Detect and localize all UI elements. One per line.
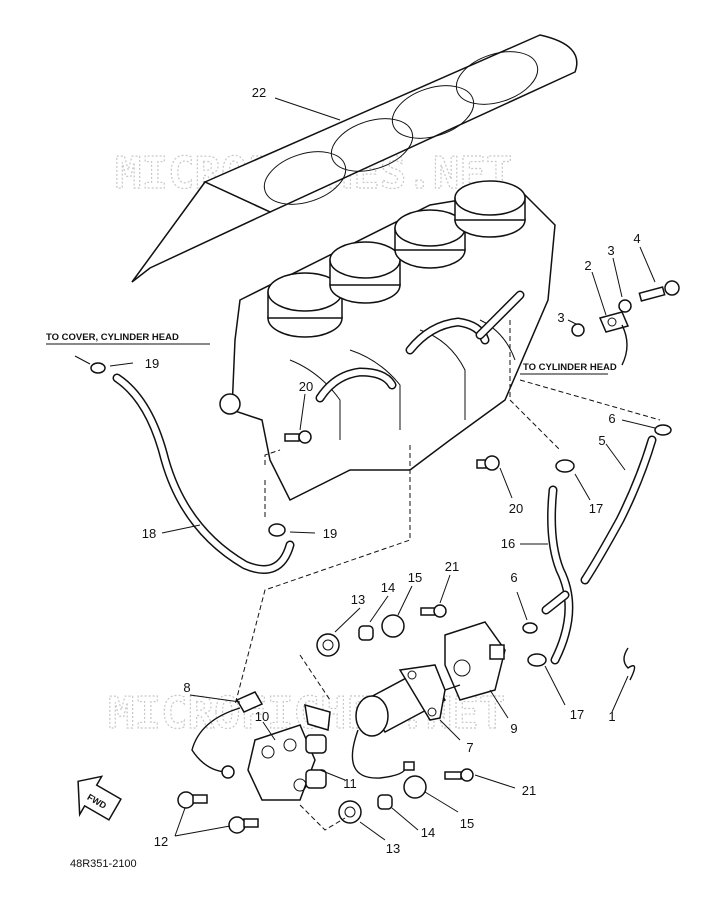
bolt-20-lower <box>476 455 500 471</box>
clamp-17-lower <box>527 653 547 667</box>
note-to-cylinder-head: TO CYLINDER HEAD <box>523 362 617 373</box>
callout-14-upper: 14 <box>381 580 395 595</box>
callout-19-lower: 19 <box>323 526 337 541</box>
bolt-4 <box>638 280 680 302</box>
callout-11: 11 <box>343 776 357 791</box>
callout-13-lower: 13 <box>386 841 400 856</box>
bolt-12-lower <box>228 816 259 834</box>
callout-3-lower: 3 <box>557 310 564 325</box>
callout-4: 4 <box>633 231 640 246</box>
clamp-6-upper <box>654 424 672 436</box>
callout-3-upper: 3 <box>607 243 614 258</box>
washer-15-lower <box>403 775 427 799</box>
sensor-8 <box>191 691 264 779</box>
callout-6-lower: 6 <box>510 570 517 585</box>
callout-1: 1 <box>608 709 615 724</box>
callout-15-lower: 15 <box>460 816 474 831</box>
collar-14-upper <box>358 625 374 641</box>
clamp-19-bottom <box>268 523 286 537</box>
clamp-6-lower <box>522 622 538 634</box>
callout-21-upper: 21 <box>445 559 459 574</box>
bolt-12-upper <box>177 791 208 809</box>
washer-3-upper <box>618 299 632 313</box>
callout-12: 12 <box>154 834 168 849</box>
bolt-20-upper <box>284 430 312 444</box>
collar-14-lower <box>377 794 393 810</box>
callout-17-upper: 17 <box>589 501 603 516</box>
callout-20-upper: 20 <box>299 379 313 394</box>
fwd-arrow: FWD <box>77 775 122 821</box>
callout-10: 10 <box>255 709 269 724</box>
callout-17-lower: 17 <box>570 707 584 722</box>
callout-16: 16 <box>501 536 515 551</box>
note-to-cover-cylinder-head: TO COVER, CYLINDER HEAD <box>46 332 179 343</box>
leader-lines <box>74 97 661 841</box>
washer-15-upper <box>381 614 405 638</box>
diagram-code: 48R351-2100 <box>70 858 137 870</box>
hose-18 <box>112 373 295 574</box>
callout-8: 8 <box>183 680 190 695</box>
cover-plate-22 <box>131 34 578 283</box>
screw-21-lower <box>444 768 474 782</box>
screw-21-upper <box>420 604 447 618</box>
callout-14-lower: 14 <box>421 825 435 840</box>
fitting-2 <box>598 311 630 366</box>
bracket-10 <box>247 703 331 801</box>
callout-13-upper: 13 <box>351 592 365 607</box>
bracket-9 <box>444 621 506 701</box>
actuator-7 <box>351 664 461 779</box>
callout-19-upper: 19 <box>145 356 159 371</box>
callout-7: 7 <box>466 740 473 755</box>
callout-22: 22 <box>252 85 266 100</box>
clamp-19-top <box>90 362 106 374</box>
clamp-17-upper <box>555 459 575 473</box>
callout-21-lower: 21 <box>522 783 536 798</box>
collar-11-upper <box>305 734 327 754</box>
washer-3-lower <box>571 323 585 337</box>
callout-5: 5 <box>598 433 605 448</box>
callout-18: 18 <box>142 526 156 541</box>
grommet-13-upper <box>316 633 340 657</box>
clip-1 <box>623 647 636 681</box>
collar-11-lower <box>305 769 327 789</box>
callout-6-upper: 6 <box>608 411 615 426</box>
callout-15-upper: 15 <box>408 570 422 585</box>
grommet-13-lower <box>338 800 362 824</box>
carburetor-assembly <box>219 180 556 502</box>
callout-9: 9 <box>510 721 517 736</box>
callout-2: 2 <box>584 258 591 273</box>
callout-20-lower: 20 <box>509 501 523 516</box>
